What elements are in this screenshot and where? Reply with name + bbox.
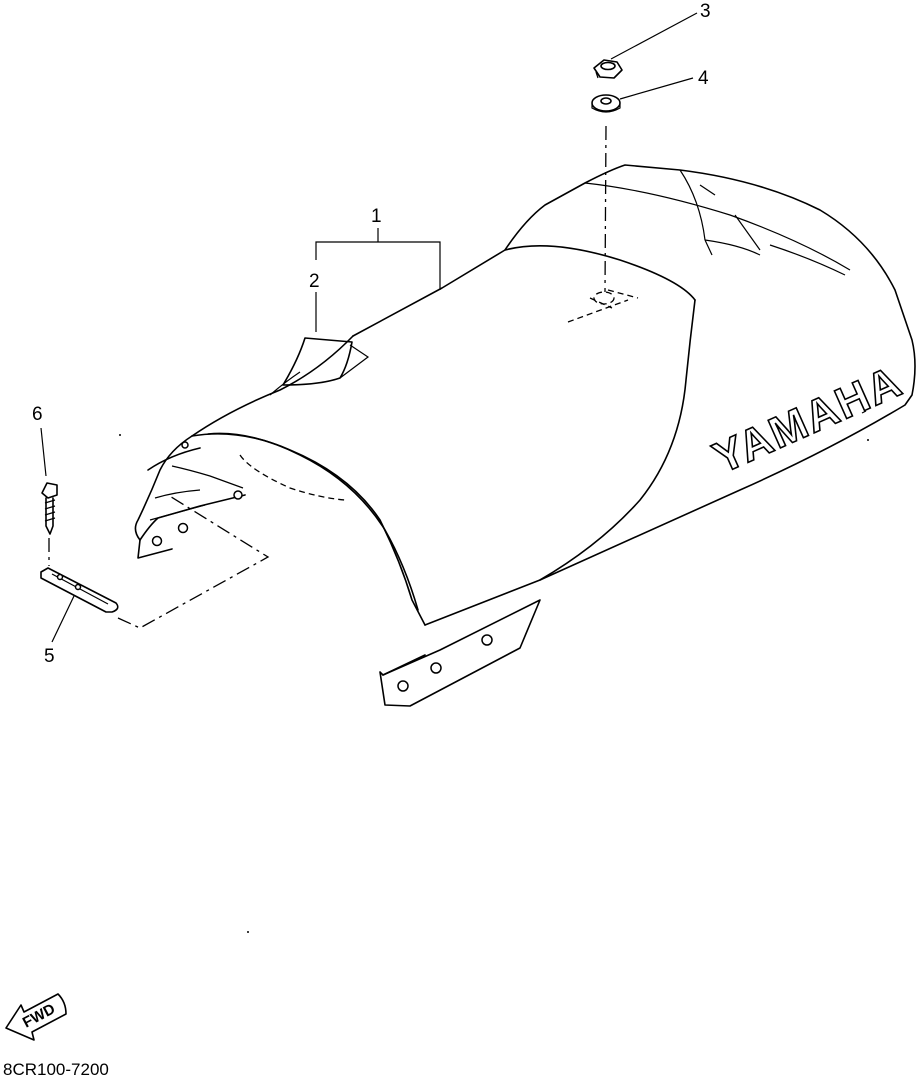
callout-6: 6 — [32, 404, 43, 425]
nut-icon — [593, 59, 623, 79]
screw-icon — [41, 482, 58, 535]
bracket-icon — [40, 567, 119, 613]
fwd-arrow-icon: FWD — [5, 993, 67, 1041]
callout-4: 4 — [698, 68, 709, 89]
diagram-code: 8CR100-7200 — [3, 1060, 109, 1079]
callout-1: 1 — [371, 206, 382, 227]
callout-3: 3 — [700, 1, 711, 22]
callout-5: 5 — [44, 646, 55, 667]
seat-assembly: YAMAHA — [134, 164, 916, 707]
callout-2: 2 — [309, 271, 320, 292]
washer-icon — [591, 94, 621, 113]
fwd-label: FWD — [20, 1000, 58, 1031]
